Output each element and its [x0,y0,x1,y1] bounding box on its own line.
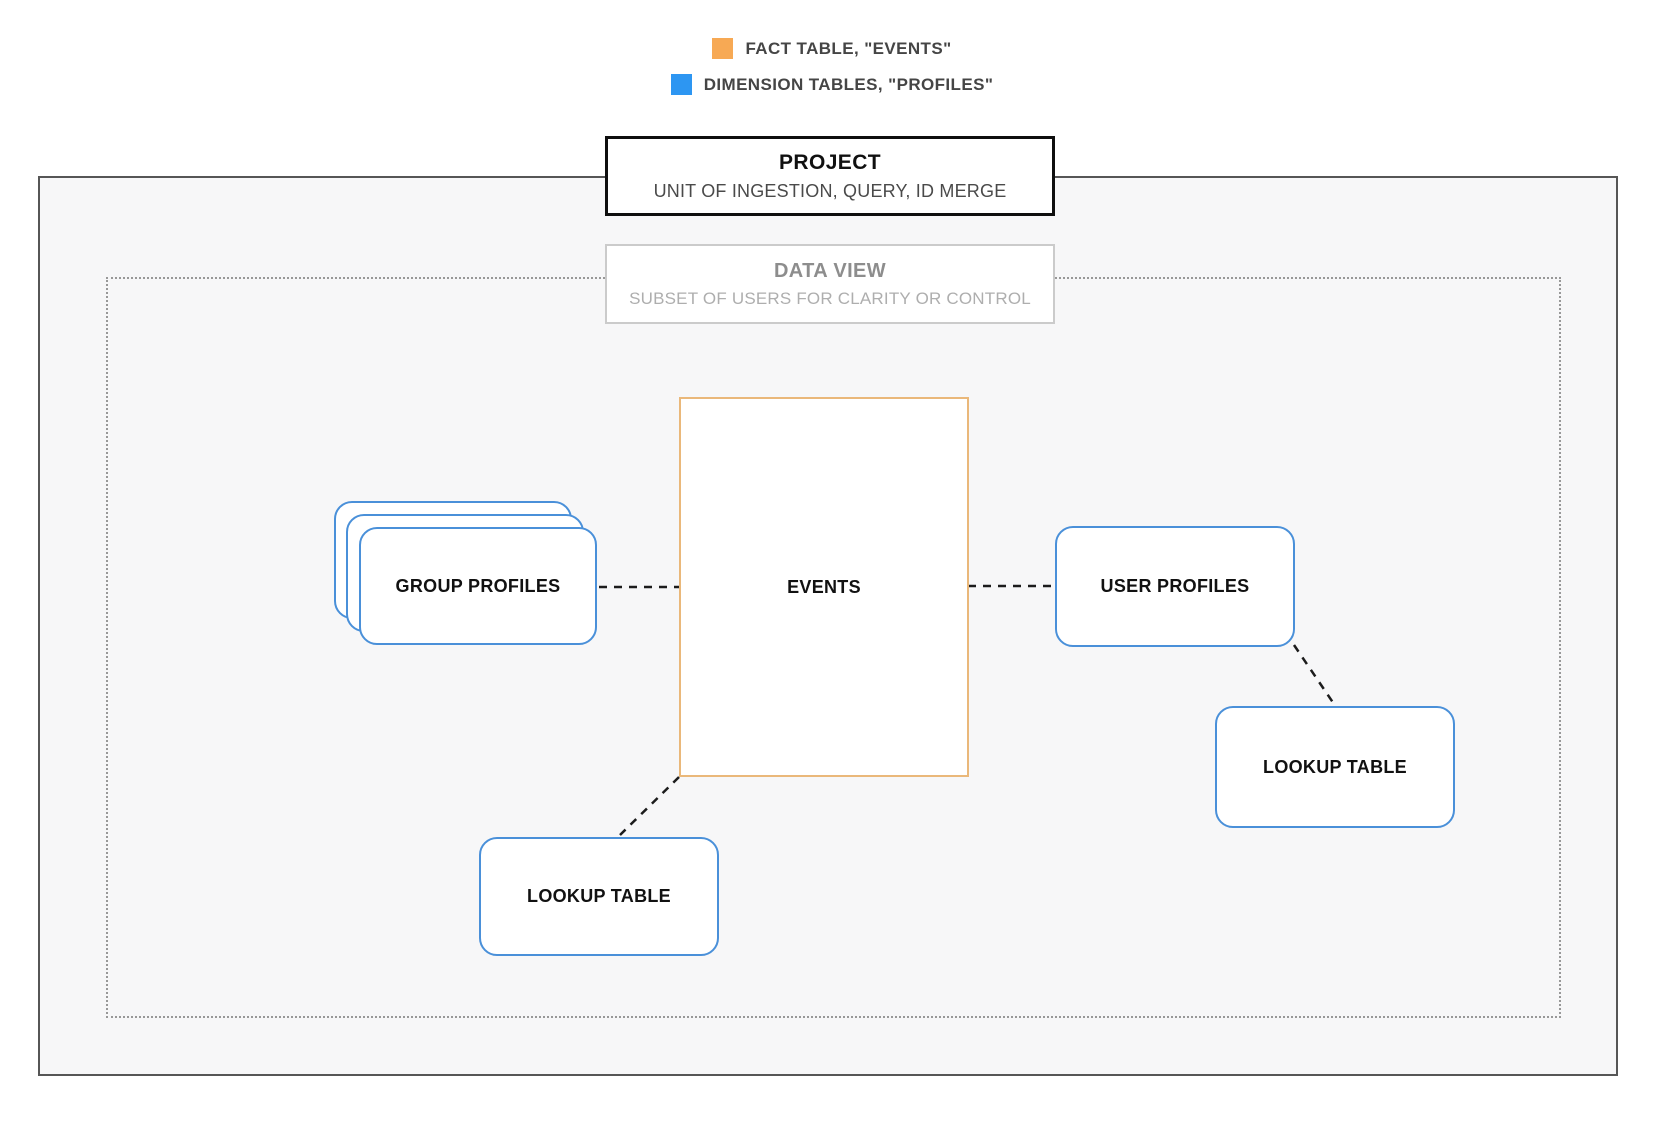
data-view-title: DATA VIEW [773,259,887,282]
dimension-tables-swatch-icon [670,74,692,95]
node-group-profiles-label: GROUP PROFILES [395,575,561,596]
fact-table-swatch-icon [712,38,734,59]
node-events: EVENTS [679,397,969,777]
node-lookup-table-right-label: LOOKUP TABLE [1263,756,1407,777]
node-user-profiles-label: USER PROFILES [1100,576,1250,596]
legend-label-dimension-tables: DIMENSION TABLES, "PROFILES" [703,74,994,94]
legend-label-fact-table: FACT TABLE, "EVENTS" [745,38,952,58]
node-user-profiles: USER PROFILES [1055,526,1295,647]
data-view-subtitle: SUBSET OF USERS FOR CLARITY OR CONTROL [629,288,1031,308]
legend-item-dimension-tables: DIMENSION TABLES, "PROFILES" [670,74,994,95]
project-subtitle: UNIT OF INGESTION, QUERY, ID MERGE [653,180,1007,201]
node-lookup-table-bottom: LOOKUP TABLE [479,837,719,956]
node-group-profiles: GROUP PROFILES [334,501,600,648]
node-lookup-table-bottom-label: LOOKUP TABLE [527,886,671,906]
project-box: PROJECT UNIT OF INGESTION, QUERY, ID MER… [605,136,1055,216]
legend-item-fact-table: FACT TABLE, "EVENTS" [712,38,951,59]
data-view-box: DATA VIEW SUBSET OF USERS FOR CLARITY OR… [605,244,1055,324]
node-events-label: EVENTS [787,576,861,597]
group-profiles-front-card: GROUP PROFILES [359,527,597,645]
node-lookup-table-right: LOOKUP TABLE [1215,706,1455,828]
project-title: PROJECT [779,150,881,174]
legend: FACT TABLE, "EVENTS" DIMENSION TABLES, "… [0,38,1664,95]
